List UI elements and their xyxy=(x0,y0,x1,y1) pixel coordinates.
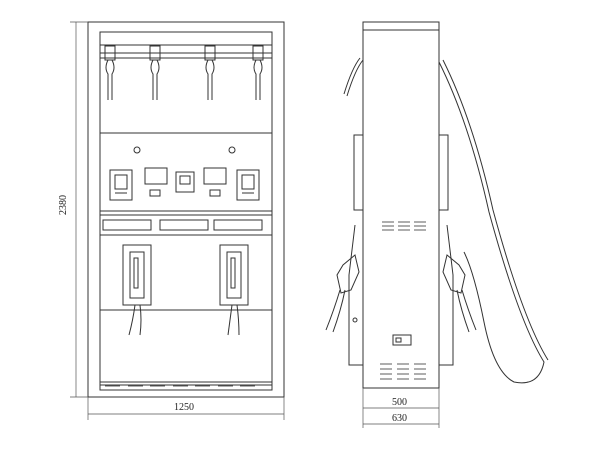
card-reader-icon xyxy=(236,169,260,201)
fuel-nozzle-icon xyxy=(219,244,249,336)
fuel-nozzle-icon xyxy=(325,254,360,333)
display-screen-icon xyxy=(144,167,168,197)
side-dimensions xyxy=(362,388,440,428)
front-width-label: 1250 xyxy=(174,402,194,413)
fuel-nozzle-icon xyxy=(122,244,152,336)
hose-icon xyxy=(343,57,364,97)
side-depth-outer-label: 630 xyxy=(392,413,407,424)
side-vents-bottom xyxy=(380,363,426,380)
hose-icon xyxy=(438,59,549,384)
side-access-panel xyxy=(392,334,412,346)
control-panel xyxy=(99,132,273,212)
side-depth-inner-label: 500 xyxy=(392,397,407,408)
side-view xyxy=(325,21,549,389)
lower-cabinet xyxy=(99,309,273,386)
side-vents-top xyxy=(382,221,426,231)
side-access-latch xyxy=(395,337,402,343)
fuel-nozzle-icon xyxy=(442,254,477,333)
lower-band xyxy=(99,214,273,236)
band-slot-3 xyxy=(213,219,263,231)
side-bolt xyxy=(352,317,358,323)
top-nozzle-rail xyxy=(99,44,273,54)
side-bracket-right xyxy=(438,134,449,211)
front-dimensions xyxy=(70,21,285,420)
panel-indicator-right xyxy=(228,146,236,154)
top-nozzle-2 xyxy=(149,45,161,100)
top-hanging-nozzles xyxy=(104,45,264,100)
top-nozzle-3 xyxy=(204,45,216,100)
side-flange-right xyxy=(439,224,454,366)
band-slot-1 xyxy=(102,219,152,231)
side-column xyxy=(362,21,440,389)
display-screen-icon xyxy=(203,167,227,197)
display-screen-icon xyxy=(175,171,195,193)
front-view xyxy=(87,21,285,398)
top-nozzle-1 xyxy=(104,45,116,100)
band-slot-2 xyxy=(159,219,209,231)
top-nozzle-4 xyxy=(252,45,264,100)
panel-indicator-left xyxy=(133,146,141,154)
side-flange-left xyxy=(348,224,363,366)
card-reader-icon xyxy=(109,169,133,201)
front-outer-frame xyxy=(87,21,285,398)
front-height-label: 2380 xyxy=(58,195,69,215)
side-bracket-left xyxy=(353,134,364,211)
